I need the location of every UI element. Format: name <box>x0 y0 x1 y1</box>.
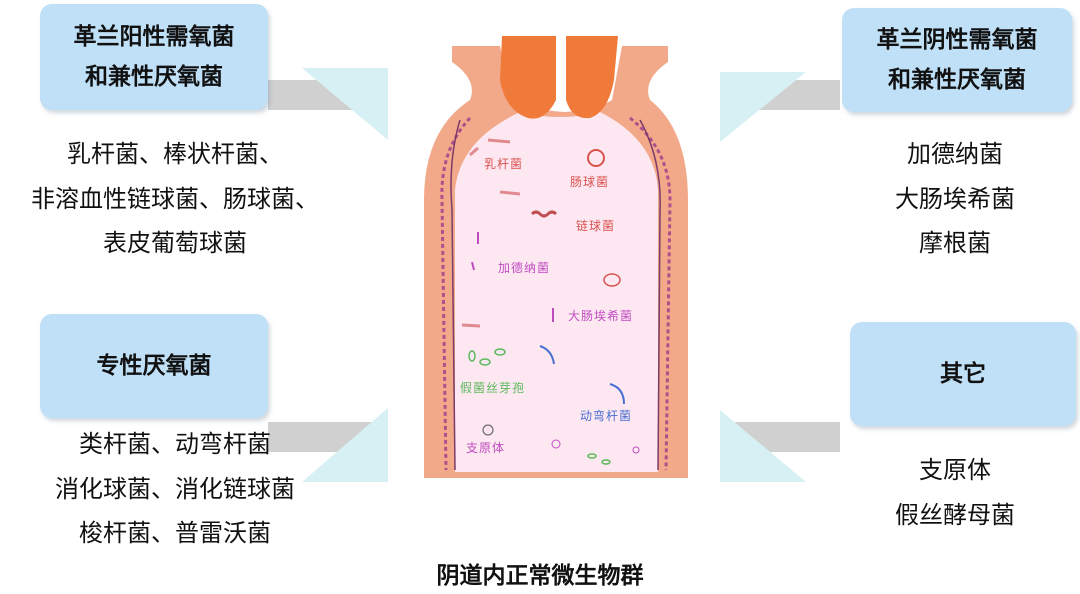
category-gram-positive-box: 革兰阳性需氧菌 和兼性厌氧菌 <box>40 4 268 110</box>
category-title-line: 革兰阴性需氧菌 <box>876 27 1038 53</box>
label-ecoli: 大肠埃希菌 <box>568 308 633 323</box>
label-mobiluncus: 动弯杆菌 <box>580 408 632 423</box>
category-other-box: 其它 <box>850 322 1076 426</box>
list-item: 支原体 <box>919 456 991 484</box>
category-title-line: 专性厌氧菌 <box>96 353 212 379</box>
cervix-left <box>500 36 556 119</box>
list-item: 摩根菌 <box>919 229 991 257</box>
category-gram-negative-box: 革兰阴性需氧菌 和兼性厌氧菌 <box>842 8 1072 112</box>
label-streptococcus: 链球菌 <box>576 218 615 233</box>
category-title-line: 和兼性厌氧菌 <box>888 67 1026 93</box>
arrow-bottom-right <box>720 410 840 482</box>
category-title-line: 和兼性厌氧菌 <box>85 64 223 90</box>
list-item: 加德纳菌 <box>907 140 1003 168</box>
list-item: 类杆菌、动弯杆菌 <box>79 430 271 458</box>
list-item: 非溶血性链球菌、肠球菌、 <box>31 184 319 213</box>
category-obligate-anaerobes-box: 专性厌氧菌 <box>40 314 268 418</box>
list-item: 乳杆菌、棒状杆菌、 <box>67 140 283 168</box>
category-title-line: 其它 <box>940 361 986 387</box>
obligate-anaerobes-list: 类杆菌、动弯杆菌 消化球菌、消化链球菌 梭杆菌、普雷沃菌 <box>10 422 340 556</box>
category-title-line: 革兰阳性需氧菌 <box>73 24 235 50</box>
label-mycoplasma: 支原体 <box>466 441 505 455</box>
bacteria-shapes <box>461 138 640 465</box>
label-gardnerella: 加德纳菌 <box>498 260 550 275</box>
list-item: 梭杆菌、普雷沃菌 <box>79 519 271 547</box>
label-lactobacillus: 乳杆菌 <box>484 157 523 171</box>
other-list: 支原体 假丝酵母菌 <box>840 448 1070 537</box>
vaginal-lumen <box>455 112 658 472</box>
label-enterococcus: 肠球菌 <box>570 175 609 189</box>
arrow-bottom-left <box>268 408 388 482</box>
gram-positive-list: 乳杆菌、棒状杆菌、 非溶血性链球菌、肠球菌、 表皮葡萄球菌 <box>10 132 340 266</box>
gram-negative-list: 加德纳菌 大肠埃希菌 摩根菌 <box>840 132 1070 266</box>
label-pseudohyphae: 假菌丝芽孢 <box>460 381 525 395</box>
list-item: 大肠埃希菌 <box>895 184 1015 213</box>
list-item: 假丝酵母菌 <box>895 500 1015 529</box>
arrow-top-right <box>720 72 840 142</box>
diagram-caption: 阴道内正常微生物群 <box>436 563 644 589</box>
list-item: 表皮葡萄球菌 <box>103 229 247 257</box>
cervix-right <box>566 36 618 119</box>
list-item: 消化球菌、消化链球菌 <box>55 474 295 503</box>
arrow-top-left <box>268 68 388 140</box>
